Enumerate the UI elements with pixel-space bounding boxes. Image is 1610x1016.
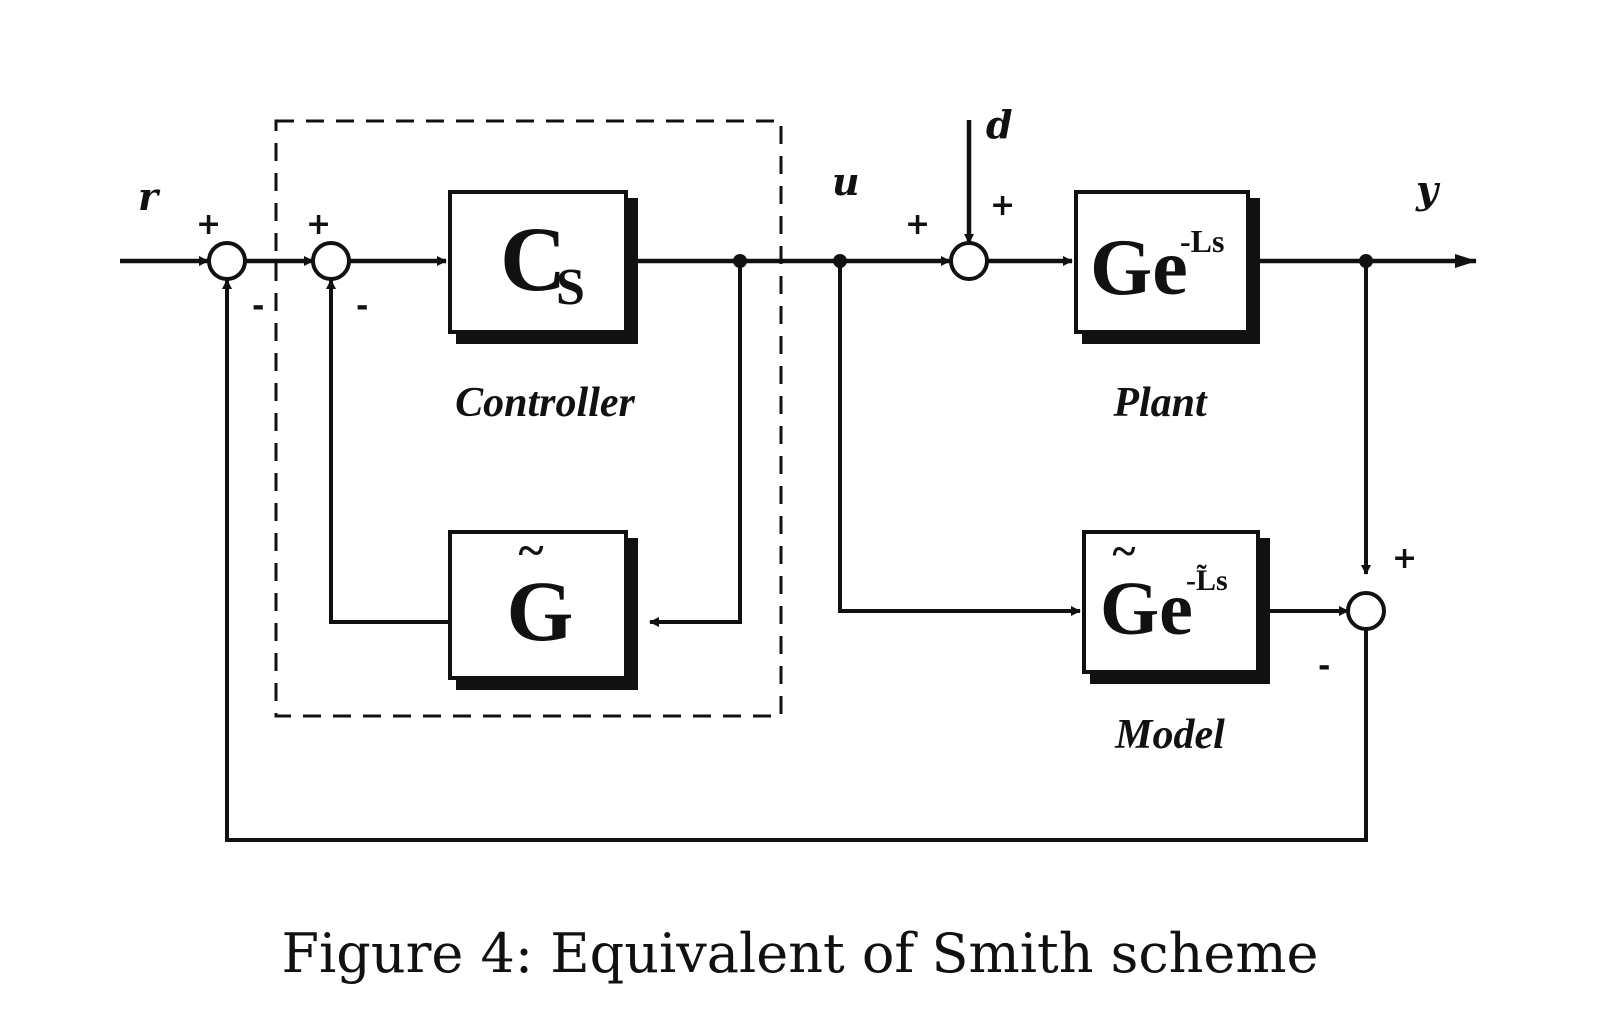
block-g-tilde: ~ G [448, 524, 638, 690]
sum3-sign-top-plus: + [990, 188, 1015, 223]
block-cs-label: C [500, 208, 566, 310]
block-cs: C S [448, 190, 638, 344]
signal-label-y: y [1415, 167, 1441, 212]
sum-junction-1 [207, 241, 247, 281]
sum1-sign-plus: + [196, 207, 221, 242]
block-model-label: Ge [1100, 567, 1193, 651]
sum4-sign-minus: - [1318, 649, 1330, 684]
block-cs-subscript: S [556, 259, 585, 316]
block-plant: Ge -Ls [1074, 190, 1260, 344]
controller-label: Controller [455, 380, 635, 426]
signal-label-u: u [832, 159, 860, 204]
model-branch-wire [838, 261, 1081, 616]
plant-label: Plant [1112, 380, 1208, 426]
sum2-sign-minus: - [356, 289, 368, 324]
block-plant-exponent: -Ls [1180, 223, 1224, 259]
signal-label-r: r [138, 174, 161, 219]
block-model: ~ Ge -L̃s [1082, 527, 1270, 684]
sum-junction-4 [1346, 591, 1386, 631]
block-g-tilde-label: G [507, 563, 574, 659]
figure-caption: Figure 4: Equivalent of Smith scheme [282, 922, 1319, 985]
junction-dot-y [1359, 254, 1373, 268]
controller-boundary [274, 119, 783, 718]
block-g-tilde-accent: ~ [519, 524, 544, 577]
outer-feedback-wire [222, 279, 1368, 842]
junction-dot-cs-output [733, 254, 747, 268]
model-label: Model [1114, 712, 1225, 758]
block-plant-label: Ge [1090, 224, 1188, 312]
sum-junction-3 [949, 241, 989, 281]
sum3-sign-left-plus: + [905, 207, 930, 242]
sum-junction-2 [311, 241, 351, 281]
junction-dot-u [833, 254, 847, 268]
sum2-sign-plus: + [306, 207, 331, 242]
sum1-sign-minus: - [252, 289, 264, 324]
inner-loop-wire-down [649, 261, 742, 627]
inner-loop-wire-up [326, 279, 452, 624]
block-model-exponent: -L̃s [1186, 564, 1228, 597]
sum4-sign-plus: + [1392, 541, 1417, 576]
block-model-tilde-accent: ~ [1113, 527, 1136, 576]
signal-label-d: d [986, 102, 1013, 147]
